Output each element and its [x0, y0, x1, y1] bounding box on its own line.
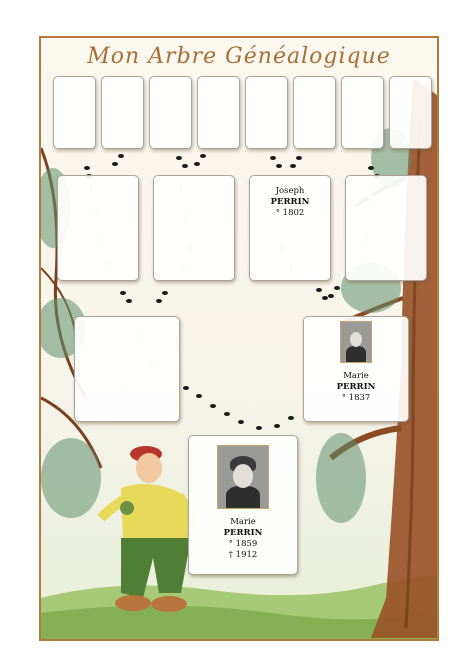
- person-death-date: † 1912: [228, 550, 258, 560]
- great-grandparent-card-5[interactable]: [245, 76, 288, 149]
- great-grandparent-card-8[interactable]: [389, 76, 432, 149]
- page-title: Mon Arbre Généalogique: [87, 44, 391, 69]
- great-grandparent-card-1[interactable]: [53, 76, 96, 149]
- parent-card-mother[interactable]: Marie PERRIN ° 1837: [303, 316, 409, 422]
- person-first-name: Joseph: [275, 186, 305, 196]
- great-grandparent-card-7[interactable]: [341, 76, 384, 149]
- grandparent-card-1[interactable]: [57, 175, 139, 281]
- grandparent-card-3[interactable]: Joseph PERRIN ° 1802: [249, 175, 331, 281]
- person-last-name: PERRIN: [336, 382, 376, 392]
- person-last-name: PERRIN: [223, 528, 263, 538]
- person-birth-date: ° 1859: [228, 539, 258, 549]
- great-grandparent-card-2[interactable]: [101, 76, 144, 149]
- root-person-card[interactable]: Marie PERRIN ° 1859 † 1912: [188, 435, 298, 575]
- grandparent-card-4[interactable]: [345, 175, 427, 281]
- family-tree-poster: Mon Arbre Généalogique Joseph PERRIN ° 1…: [39, 36, 439, 641]
- great-grandparent-card-4[interactable]: [197, 76, 240, 149]
- great-grandparent-card-3[interactable]: [149, 76, 192, 149]
- portrait-photo-icon: [217, 445, 269, 509]
- person-last-name: PERRIN: [270, 197, 310, 207]
- grandparent-card-2[interactable]: [153, 175, 235, 281]
- person-birth-date: ° 1802: [275, 208, 305, 218]
- great-grandparent-card-6[interactable]: [293, 76, 336, 149]
- person-birth-date: ° 1837: [341, 393, 371, 403]
- person-first-name: Marie: [230, 517, 256, 527]
- parent-card-father[interactable]: [74, 316, 180, 422]
- portrait-photo-icon: [340, 321, 372, 363]
- person-first-name: Marie: [343, 371, 369, 381]
